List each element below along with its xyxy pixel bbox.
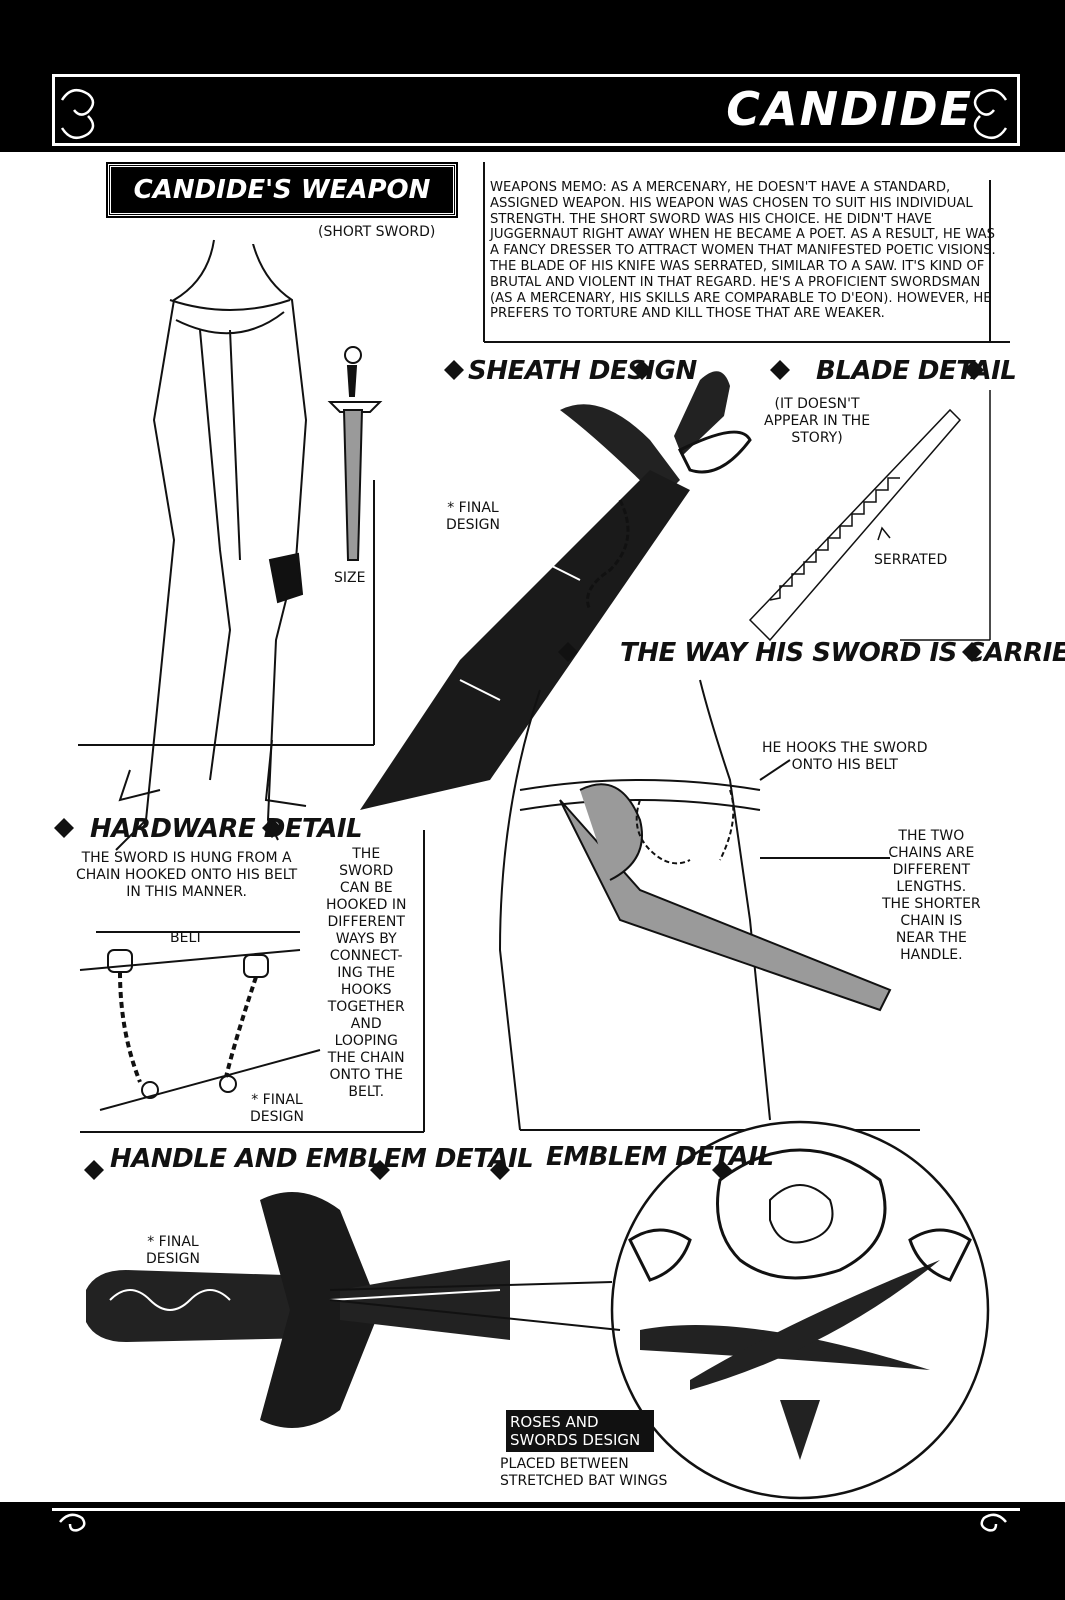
page-title: CANDIDE: [726, 82, 973, 136]
weapons-memo: WEAPONS MEMO: AS A MERCENARY, HE DOESN'T…: [490, 180, 996, 322]
serrated-note: SERRATED: [874, 552, 948, 568]
handle-sketch: [86, 1192, 510, 1428]
heading-carried: THE WAY HIS SWORD IS CARRIED: [620, 638, 1065, 668]
heading-hardware: HARDWARE DETAIL: [90, 814, 363, 844]
header-band: [52, 74, 1020, 146]
heading-blade: BLADE DETAIL: [816, 356, 1017, 386]
size-sword-sketch: [327, 346, 383, 561]
serrated-blade-sketch: [748, 390, 991, 642]
heading-sheath: SHEATH DESIGN: [468, 356, 697, 386]
heading-handle: HANDLE AND EMBLEM DETAIL: [110, 1144, 534, 1174]
corner-scroll-icon: [59, 88, 1008, 1532]
handle-final-note: * FINAL DESIGN: [146, 1234, 200, 1267]
hooked-ways-note: THE SWORD CAN BE HOOKED IN DIFFERENT WAY…: [326, 846, 407, 1100]
belt-label: BELT: [170, 930, 203, 946]
diamond-ornament-icons: [54, 360, 984, 1180]
hooks-belt-note: HE HOOKS THE SWORD ONTO HIS BELT: [762, 740, 928, 773]
size-label: SIZE: [334, 570, 366, 586]
hardware-final-note: * FINAL DESIGN: [250, 1092, 304, 1125]
blade-story-note: (IT DOESN'T APPEAR IN THE STORY): [764, 396, 871, 446]
emblem-sketch: [329, 1120, 990, 1500]
section-title: CANDIDE'S WEAPON DESIGN: [106, 162, 458, 251]
footer-rule: [52, 1508, 1020, 1511]
sheath-sketch: [360, 371, 752, 810]
placed-between-note: PLACED BETWEEN STRETCHED BAT WINGS: [500, 1456, 668, 1489]
sheath-final-note: * FINAL DESIGN: [446, 500, 500, 533]
legs-sketch: [78, 239, 375, 851]
carried-sketch: [498, 679, 920, 1131]
two-chains-note: THE TWO CHAINS ARE DIFFERENT LENGTHS. TH…: [882, 828, 981, 963]
subtitle: (SHORT SWORD): [318, 224, 436, 240]
chain-hooks-sketch: [79, 830, 425, 1133]
roses-label: ROSES AND SWORDS DESIGN: [506, 1410, 654, 1452]
heading-emblem: EMBLEM DETAIL: [546, 1142, 774, 1172]
hung-from-note: THE SWORD IS HUNG FROM A CHAIN HOOKED ON…: [76, 850, 298, 900]
